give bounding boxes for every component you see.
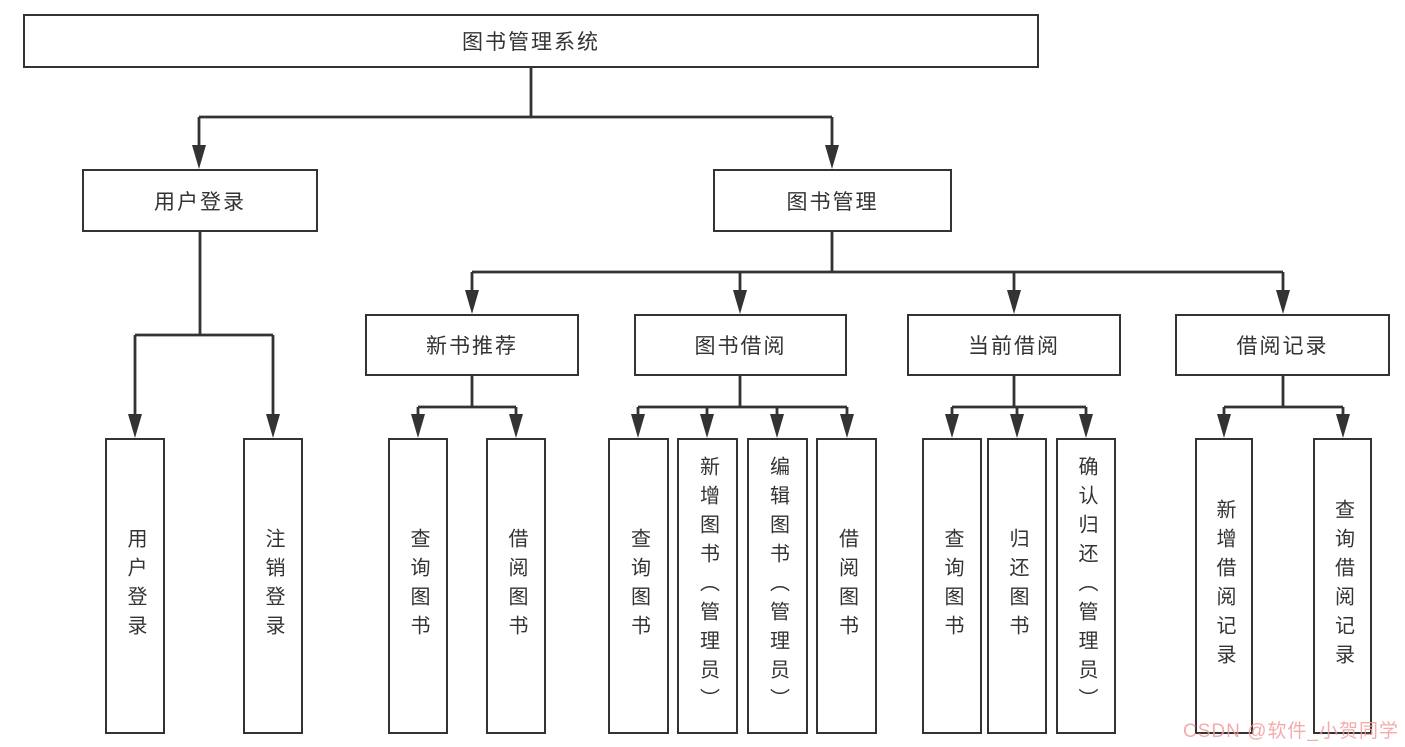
node-label: 归还图书 xyxy=(1006,528,1028,644)
node-label: 查询图书 xyxy=(627,528,650,644)
node-label: 用户登录 xyxy=(154,190,246,214)
leaf-confirm-return-admin: 确认归还（管理员） xyxy=(1056,438,1116,734)
node-label: 用户登录 xyxy=(124,528,146,644)
leaf-logout: 注销登录 xyxy=(243,438,303,734)
node-label: 新增借阅记录 xyxy=(1213,499,1235,673)
node-label: 查询图书 xyxy=(941,528,963,644)
node-new-book-recommend: 新书推荐 xyxy=(365,314,579,376)
node-label: 查询图书 xyxy=(407,528,429,644)
tree-edges xyxy=(133,68,1345,420)
leaf-query-books-recommend: 查询图书 xyxy=(388,438,448,734)
node-label: 查询借阅记录 xyxy=(1331,499,1354,673)
leaf-return-book: 归还图书 xyxy=(987,438,1047,734)
leaf-borrow-books-recommend: 借阅图书 xyxy=(486,438,546,734)
node-label: 注销登录 xyxy=(262,528,284,644)
leaf-user-login: 用户登录 xyxy=(105,438,165,734)
node-label: 编辑图书（管理员） xyxy=(766,455,789,717)
node-label: 新增图书（管理员） xyxy=(696,455,719,717)
node-user-login: 用户登录 xyxy=(82,169,318,232)
node-current-borrow: 当前借阅 xyxy=(907,314,1121,376)
arrowheads xyxy=(128,145,1350,438)
node-borrow-record: 借阅记录 xyxy=(1175,314,1390,376)
leaf-edit-book-admin: 编辑图书（管理员） xyxy=(747,438,808,734)
leaf-query-borrow-record: 查询借阅记录 xyxy=(1313,438,1372,734)
leaf-add-book-admin: 新增图书（管理员） xyxy=(677,438,738,734)
node-label: 借阅图书 xyxy=(835,528,858,644)
node-label: 图书借阅 xyxy=(694,335,787,358)
node-label: 新书推荐 xyxy=(426,335,518,358)
node-label: 图书管理 xyxy=(786,190,879,214)
leaf-add-borrow-record: 新增借阅记录 xyxy=(1195,438,1253,734)
node-book-management: 图书管理 xyxy=(713,169,952,232)
leaf-borrow-books-borrow: 借阅图书 xyxy=(816,438,877,734)
node-label: 借阅图书 xyxy=(505,528,527,644)
node-label: 当前借阅 xyxy=(968,335,1060,358)
node-label: 借阅记录 xyxy=(1236,335,1329,358)
node-book-borrow: 图书借阅 xyxy=(634,314,847,376)
csdn-watermark: CSDN @软件_小贺同学 xyxy=(1183,721,1399,742)
leaf-query-books-borrow: 查询图书 xyxy=(608,438,669,734)
leaf-query-books-current: 查询图书 xyxy=(922,438,982,734)
node-root: 图书管理系统 xyxy=(23,14,1039,68)
node-label: 确认归还（管理员） xyxy=(1075,455,1097,717)
node-label: 图书管理系统 xyxy=(462,31,600,54)
